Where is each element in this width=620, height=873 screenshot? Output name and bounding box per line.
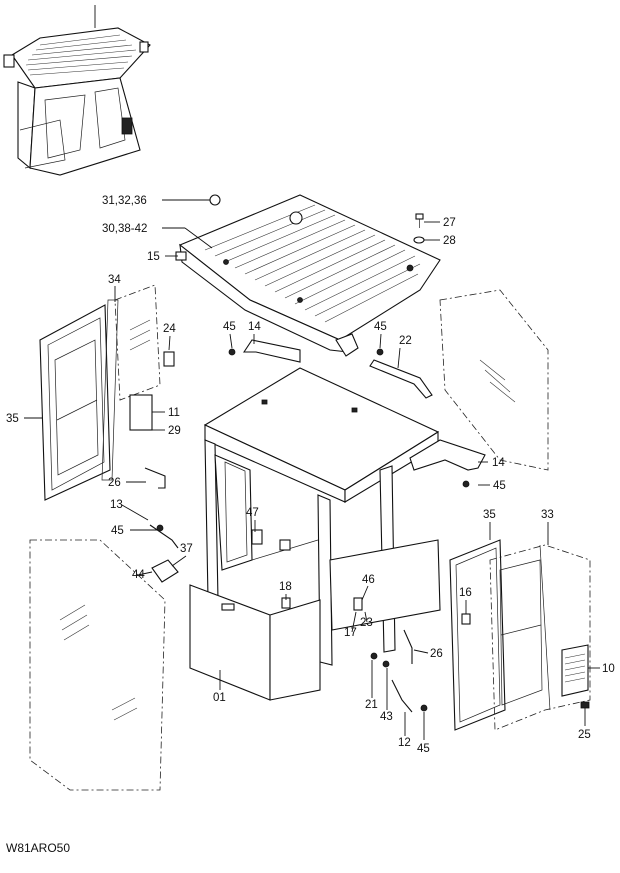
callout-43: 43 (380, 711, 393, 723)
callout-45a: 45 (223, 321, 236, 333)
part-24 (163, 351, 175, 367)
callout-13: 13 (110, 499, 123, 511)
right-door-frame (449, 539, 506, 731)
callout-23: 23 (360, 617, 373, 629)
reference-cab-view (3, 5, 151, 176)
leader-lines (24, 199, 600, 740)
callout-45b: 45 (374, 321, 387, 333)
left-door-frame (39, 304, 111, 501)
pipe-26b (403, 629, 413, 664)
callout-26a: 26 (108, 477, 121, 489)
callout-45c: 45 (111, 525, 124, 537)
diagram-code: W81ARO50 (6, 841, 70, 855)
rear-right-glass (439, 289, 549, 471)
callout-33: 33 (541, 509, 554, 521)
callout-37: 37 (180, 543, 193, 555)
pipe-26 (144, 467, 166, 489)
callout-24: 24 (163, 323, 176, 335)
callout-46: 46 (362, 574, 375, 586)
vent-cover (561, 644, 589, 697)
part-16 (461, 613, 471, 625)
right-door-glass (489, 544, 591, 731)
callout-35b: 35 (483, 509, 496, 521)
bracket-44 (151, 559, 179, 583)
handle-14-top (242, 339, 301, 363)
callout-25: 25 (578, 729, 591, 741)
bracket-11 (129, 394, 153, 431)
handle-22 (369, 359, 433, 399)
callout-27: 27 (443, 217, 456, 229)
callout-01: 01 (213, 692, 226, 704)
callout-16: 16 (459, 587, 472, 599)
callout-14b: 14 (492, 457, 505, 469)
callout-12: 12 (398, 737, 411, 749)
callout-44: 44 (132, 569, 145, 581)
callout-47: 47 (246, 507, 259, 519)
roof-panel (175, 194, 441, 357)
callout-35a: 35 (6, 413, 19, 425)
callout-10: 10 (602, 663, 615, 675)
left-rear-glass (114, 284, 161, 401)
pipe-12 (391, 679, 413, 713)
front-lower-panel (189, 584, 271, 701)
callout-18: 18 (279, 581, 292, 593)
callout-34: 34 (108, 274, 121, 286)
handle-14-right (409, 439, 486, 471)
part-46 (353, 597, 363, 611)
callout-14a: 14 (248, 321, 261, 333)
callout-15: 15 (147, 251, 160, 263)
callout-30-38-42: 30,38-42 (102, 223, 147, 235)
roof-cap (209, 194, 221, 206)
callout-28: 28 (443, 235, 456, 247)
callout-17: 17 (344, 627, 357, 639)
callout-31-32-36: 31,32,36 (102, 195, 147, 207)
screw-27 (413, 213, 425, 244)
callout-11: 11 (168, 407, 180, 419)
callout-labels: 31,32,36 30,38-42 27 28 15 34 45 14 45 2… (6, 195, 615, 755)
callout-21: 21 (365, 699, 378, 711)
callout-45d: 45 (493, 480, 506, 492)
callout-45e: 45 (417, 743, 430, 755)
front-glass (29, 539, 166, 791)
callout-26b: 26 (430, 648, 443, 660)
pipe-13 (149, 524, 179, 549)
callout-29: 29 (168, 425, 181, 437)
callout-22: 22 (399, 335, 412, 347)
